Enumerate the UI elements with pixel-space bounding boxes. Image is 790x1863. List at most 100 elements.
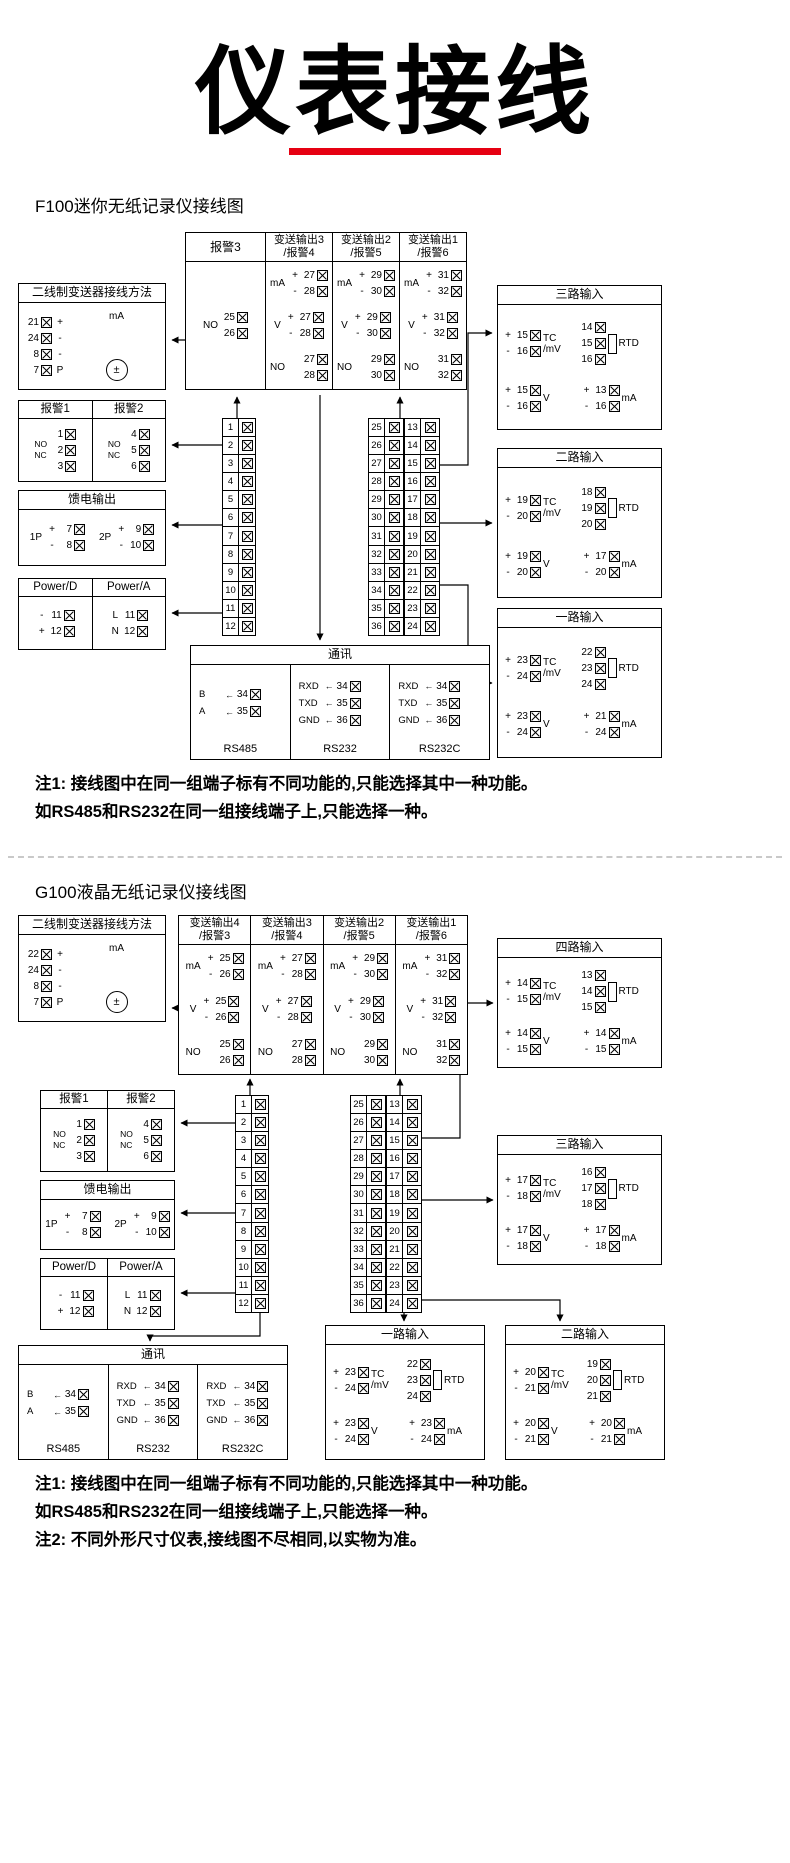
- output-title-line1: 变送输出1: [406, 917, 457, 929]
- terminal-number: 32: [369, 545, 385, 563]
- terminal: [257, 1380, 269, 1392]
- terminal-row: -30: [352, 326, 391, 340]
- terminal-rows: +27-28: [289, 268, 328, 298]
- power-title: Power/A: [92, 579, 165, 597]
- terminal: [530, 1240, 541, 1252]
- polarity-label: +: [352, 953, 359, 964]
- terminal-number: 24: [387, 1294, 403, 1312]
- terminal-number: 30: [370, 285, 382, 297]
- terminal-row: 1: [70, 1117, 95, 1131]
- terminal: [594, 970, 606, 982]
- terminal-row: 24-: [27, 963, 66, 977]
- power-title: Power/D: [41, 1259, 107, 1277]
- terminal-number: 18: [581, 486, 593, 498]
- terminal-row: -20: [581, 566, 620, 580]
- polarity-label: +: [505, 551, 511, 563]
- power-cell: Power/D-11+12: [19, 579, 92, 649]
- terminal-number: 10: [130, 540, 142, 551]
- terminal-number: 11: [70, 1289, 81, 1301]
- comm-standard-label: RS485: [223, 743, 258, 755]
- terminal: [241, 566, 253, 578]
- terminal-row: 19: [581, 501, 606, 515]
- no-contact-label: NO: [107, 438, 121, 449]
- terminal-number: 12: [69, 1305, 81, 1317]
- terminal: [41, 316, 52, 328]
- transmitter-side: mA ±: [76, 937, 157, 1019]
- terminal-row: +23: [502, 710, 541, 724]
- terminal: [312, 327, 324, 339]
- terminal-row: 26: [223, 327, 248, 341]
- signal-label: TC /mV: [551, 1369, 569, 1392]
- terminal-cell: [385, 546, 403, 563]
- terminal-cell: [252, 1295, 268, 1312]
- terminal-cell: [403, 1186, 421, 1203]
- terminal-number: 8: [66, 540, 72, 551]
- polarity-label: -: [281, 969, 285, 980]
- polarity-label: +: [424, 953, 431, 964]
- terminal-rows: +31-32: [423, 268, 462, 298]
- polarity-label: +: [38, 625, 45, 637]
- terminal-row: -15: [581, 1042, 620, 1056]
- strip-row: 2: [223, 437, 255, 456]
- box-title: 二线制变送器接线方法: [19, 284, 165, 303]
- terminal-row: -28: [273, 1011, 312, 1025]
- terminal-number: 15: [516, 384, 528, 396]
- terminal-rows: +14-15: [502, 1026, 541, 1056]
- terminal-row: -26: [200, 1011, 240, 1025]
- strip-row: 31: [369, 527, 403, 546]
- terminal-row: 21: [586, 1389, 611, 1403]
- terminal-number: 36: [351, 1294, 367, 1312]
- strip-row: 14: [387, 1114, 421, 1133]
- terminal-row: +31: [421, 952, 461, 966]
- terminal-number: 24: [581, 678, 593, 690]
- strip-row: 21: [387, 1240, 421, 1259]
- terminal: [594, 486, 606, 498]
- terminal-number: 10: [223, 581, 239, 599]
- terminal-number: 35: [336, 697, 348, 709]
- strip-row: 30: [369, 509, 403, 528]
- f100-heading: F100迷你无纸记录仪接线图: [35, 197, 244, 216]
- polarity-label: -: [58, 1289, 63, 1301]
- terminal-rows: +27-28: [277, 952, 316, 982]
- terminal: [358, 1434, 369, 1446]
- polarity-label: -: [506, 670, 510, 682]
- terminal-row: +29: [349, 952, 389, 966]
- signal-label: V: [371, 1426, 378, 1438]
- terminal-number: 25: [215, 996, 227, 1007]
- nc-contact-label: NC: [34, 450, 47, 460]
- polarity-label: +: [354, 311, 361, 323]
- terminal-row: 22: [406, 1357, 431, 1371]
- terminal-row: +20: [510, 1365, 549, 1379]
- terminal-number: 2: [236, 1114, 252, 1132]
- terminal-row: -28: [277, 968, 316, 982]
- terminal: [406, 1099, 418, 1111]
- terminal-number: 23: [406, 1374, 418, 1386]
- box-title: 四路输入: [498, 939, 661, 958]
- terminal-row: -32: [421, 968, 461, 982]
- terminal-cell: [252, 1150, 268, 1167]
- comm-standard-label: RS232C: [221, 1443, 264, 1455]
- terminal: [370, 1225, 382, 1237]
- polarity-label: -: [506, 727, 510, 739]
- terminal-number: 24: [27, 964, 39, 976]
- terminal: [304, 969, 316, 980]
- terminal-number: 20: [581, 518, 593, 530]
- note-line: 如RS485和RS232在同一组接线端子上,只能选择一种。: [35, 1503, 438, 1522]
- terminal: [600, 1390, 611, 1402]
- terminal-row: 2: [70, 1133, 95, 1147]
- terminal: [377, 953, 389, 964]
- polarity-label: -: [40, 609, 44, 621]
- terminal-row: -24: [330, 1433, 369, 1447]
- signal-label: NO: [270, 362, 285, 374]
- polarity-label: -: [427, 285, 431, 297]
